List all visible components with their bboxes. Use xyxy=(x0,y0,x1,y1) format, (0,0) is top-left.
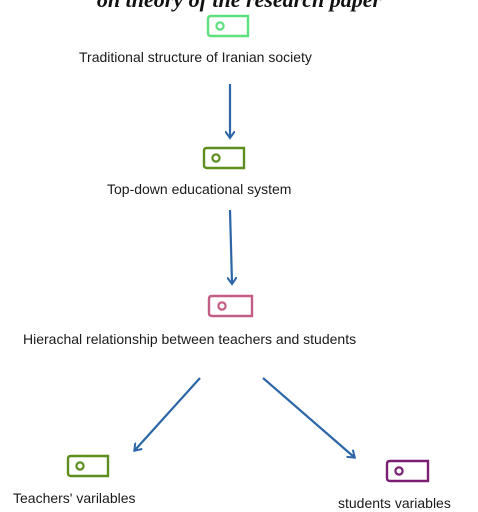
tag-icon xyxy=(202,146,246,170)
arrow-n3-n5 xyxy=(262,377,354,457)
tag-icon xyxy=(207,294,254,318)
node-label-top-down-system: Top-down educational system xyxy=(107,181,292,197)
node-label-hierarchical-relationship: Hierachal relationship between teachers … xyxy=(23,331,357,347)
node-label-traditional-structure: Traditional structure of Iranian society xyxy=(79,49,312,65)
tag-icon xyxy=(385,459,430,483)
cropped-header-text: on theory of the research paper xyxy=(0,0,478,13)
arrow-n2-n3 xyxy=(230,209,232,283)
tag-icon xyxy=(206,14,250,38)
arrow-n3-n4 xyxy=(135,377,201,450)
tag-icon xyxy=(66,454,110,478)
node-label-students-variables: students variables xyxy=(338,495,451,511)
node-label-teachers-variables: Teachers' varilables xyxy=(13,490,136,506)
